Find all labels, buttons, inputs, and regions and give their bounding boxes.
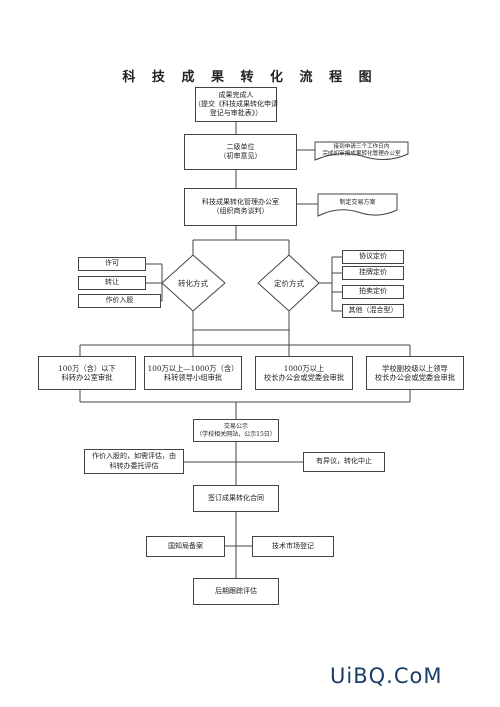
publicity-box: 交易公示 （学校相关网站，公示15日） xyxy=(193,419,279,442)
approval-tier-1-box: 100万（含）以下 科转办公室审批 xyxy=(38,356,136,390)
site-watermark: UiBQ.CoM xyxy=(330,664,443,688)
applicant-box: 成果完成人 （提交《科技成果转化申请 登记与审批表》） xyxy=(194,87,278,122)
objection-box: 有异议，转化中止 xyxy=(303,452,385,472)
followup-evaluation-box: 后期跟踪评估 xyxy=(193,578,279,605)
negotiated-pricing-box: 协议定价 xyxy=(342,250,404,264)
pricing-mode-label: 定价方式 xyxy=(274,279,304,288)
tech-market-registration-box: 技术市场登记 xyxy=(252,536,334,557)
sign-contract-box: 签订成果转化合同 xyxy=(193,485,279,512)
other-pricing-box: 其他（混合型） xyxy=(342,304,404,318)
equity-investment-box: 作价入股 xyxy=(78,294,161,308)
unit-review-box: 二级单位 （初审意见） xyxy=(184,134,297,170)
auction-pricing-box: 拍卖定价 xyxy=(342,285,404,299)
approval-tier-3-box: 1000万以上 校长办公会或党委会审批 xyxy=(255,356,353,390)
approval-tier-2-box: 100万以上—1000万（含） 科转领导小组审批 xyxy=(144,356,242,390)
report-note: 接到申请三个工作日内 完成初审报成果转化管理办公室 xyxy=(322,144,401,158)
listing-pricing-box: 挂牌定价 xyxy=(342,266,404,280)
convert-mode-label: 转化方式 xyxy=(178,279,208,288)
ip-office-filing-box: 国知局备案 xyxy=(146,536,225,557)
diagram-title: 科 技 成 果 转 化 流 程 图 xyxy=(122,70,378,85)
trade-plan-note: 制定交易方案 xyxy=(339,199,376,206)
equity-evaluation-box: 作价入股的，如需评估，由 科转办委托评估 xyxy=(84,449,184,474)
license-box: 许可 xyxy=(78,257,146,271)
transfer-box: 转让 xyxy=(78,276,146,290)
approval-tier-4-box: 学校副校级以上领导 校长办公会或党委会审批 xyxy=(366,356,464,390)
convert-mode-diamond xyxy=(161,254,226,312)
pricing-mode-diamond xyxy=(257,254,320,312)
tech-transfer-office-box: 科技成果转化管理办公室 （组织商务谈判） xyxy=(184,188,297,226)
